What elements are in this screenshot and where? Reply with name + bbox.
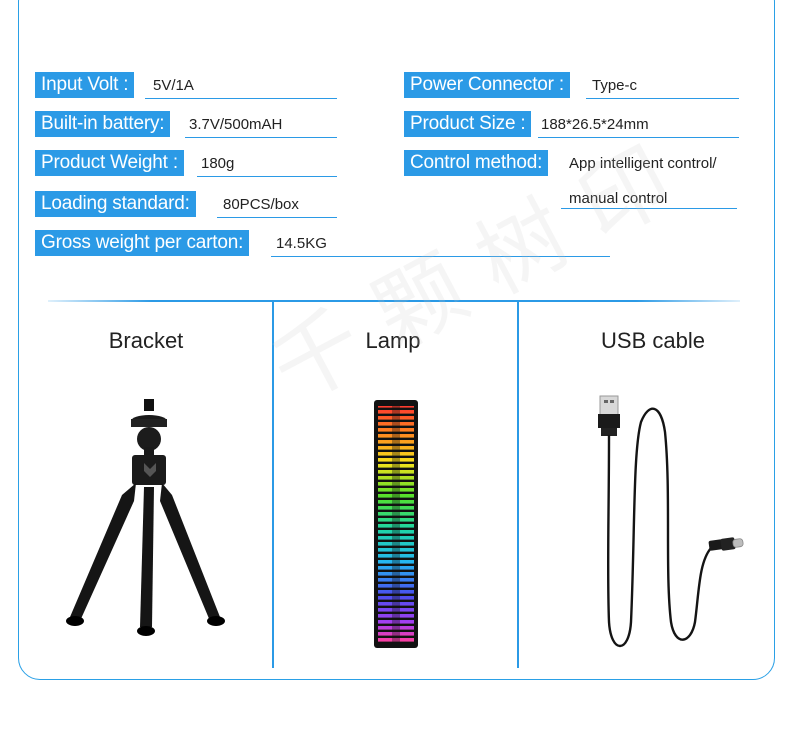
spec-label: Power Connector : — [404, 72, 570, 98]
item-title-lamp: Lamp — [365, 328, 421, 353]
spec-loading: Loading standard: 80PCS/box — [35, 191, 337, 218]
spec-underline — [145, 98, 337, 99]
spec-underline — [197, 176, 337, 177]
spec-underline — [185, 137, 337, 138]
spec-value: App intelligent control/ — [569, 155, 717, 172]
rgb-lamp-icon — [374, 400, 418, 648]
section-divider — [48, 300, 740, 302]
spec-value: 180g — [201, 155, 235, 172]
item-title-usb-cable: USB cable — [601, 328, 705, 353]
spec-input-volt: Input Volt : 5V/1A — [35, 72, 337, 99]
spec-label: Input Volt : — [35, 72, 135, 98]
spec-underline — [271, 256, 610, 257]
column-divider — [272, 302, 274, 668]
usb-cable-icon — [598, 395, 744, 648]
spec-label: Built-in battery: — [35, 111, 171, 137]
spec-value: 3.7V/500mAH — [189, 116, 283, 133]
spec-label: Product Weight : — [35, 150, 184, 176]
spec-value: 80PCS/box — [223, 196, 299, 213]
spec-product-size: Product Size : 188*26.5*24mm — [404, 111, 739, 138]
spec-underline — [561, 208, 737, 209]
spec-control-method: Control method: App intelligent control/ — [404, 150, 739, 176]
spec-underline — [538, 137, 739, 138]
spec-power-connector: Power Connector : Type-c — [404, 72, 739, 99]
spec-value: 14.5KG — [276, 235, 327, 252]
spec-label: Product Size : — [404, 111, 532, 137]
spec-underline — [217, 217, 337, 218]
column-divider — [517, 302, 519, 668]
spec-value: 5V/1A — [153, 77, 194, 94]
spec-value: 188*26.5*24mm — [541, 116, 649, 133]
spec-label: Gross weight per carton: — [35, 230, 250, 256]
spec-control-method-line2: manual control — [569, 190, 668, 207]
tripod-icon — [66, 399, 225, 636]
item-title-bracket: Bracket — [108, 328, 184, 353]
spec-weight: Product Weight : 180g — [35, 150, 337, 177]
spec-underline — [586, 98, 739, 99]
spec-gross-weight: Gross weight per carton: 14.5KG — [35, 230, 610, 257]
spec-label: Control method: — [404, 150, 549, 176]
content-frame — [18, 0, 775, 680]
spec-label: Loading standard: — [35, 191, 196, 217]
spec-value: Type-c — [592, 77, 638, 94]
spec-battery: Built-in battery: 3.7V/500mAH — [35, 111, 337, 138]
